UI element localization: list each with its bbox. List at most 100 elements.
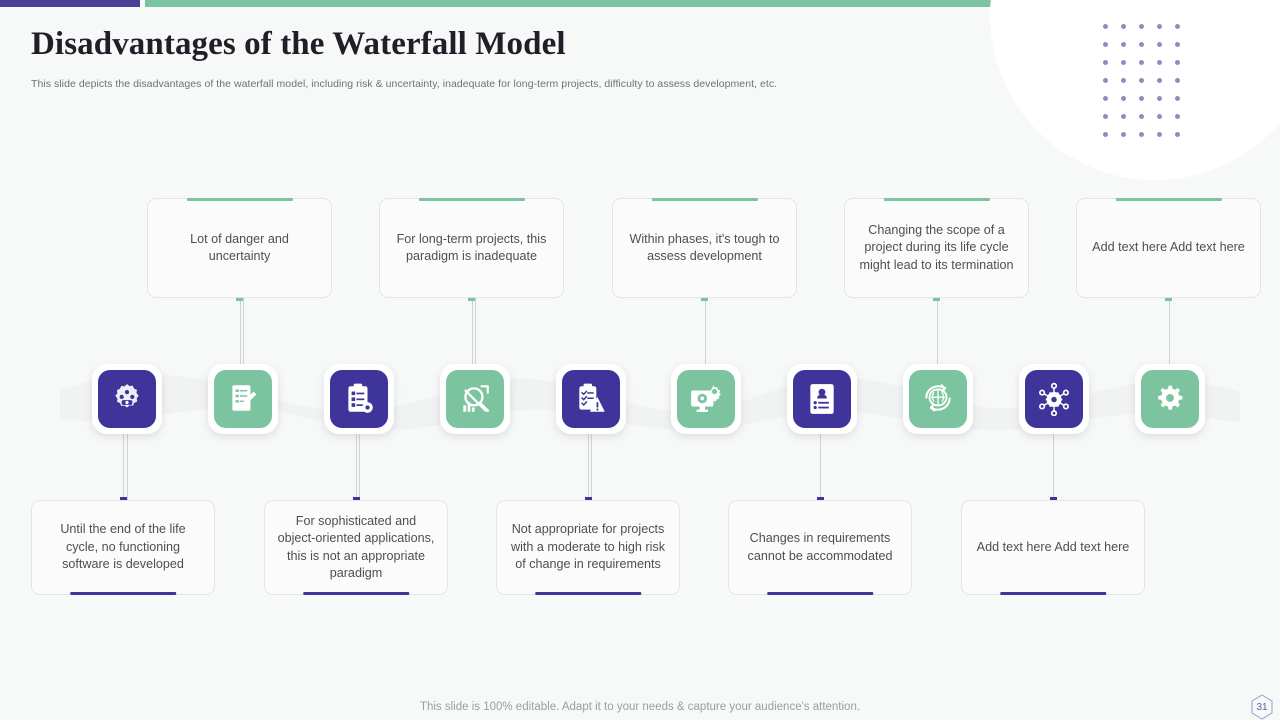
grid-dot xyxy=(1102,78,1108,83)
grid-dot xyxy=(1138,42,1144,47)
connector-line-top-1-b xyxy=(243,298,244,364)
gear-network-nodes-icon xyxy=(1039,382,1069,416)
grid-dot xyxy=(1102,114,1108,119)
top-card-text-5: Add text here Add text here xyxy=(1092,240,1245,255)
top-card-accent-1 xyxy=(186,198,293,201)
bottom-card-4[interactable]: Changes in requirements cannot be accomm… xyxy=(728,500,912,595)
bottom-card-2[interactable]: For sophisticated and object-oriented ap… xyxy=(264,500,448,595)
top-card-3[interactable]: Within phases, it's tough to assess deve… xyxy=(612,198,797,298)
top-card-accent-4 xyxy=(883,198,990,201)
grid-dot xyxy=(1174,96,1180,101)
icon-tile-surface-8 xyxy=(909,370,967,428)
connector-line-top-2 xyxy=(471,298,473,364)
icon-tile-surface-2 xyxy=(214,370,272,428)
grid-dot xyxy=(1102,42,1108,47)
grid-dot xyxy=(1102,96,1108,101)
top-card-accent-5 xyxy=(1115,198,1222,201)
page-number-text: 31 xyxy=(1256,701,1268,713)
bottom-card-accent-4 xyxy=(767,592,873,595)
bottom-card-1[interactable]: Until the end of the life cycle, no func… xyxy=(31,500,215,595)
icon-tile-surface-3 xyxy=(330,370,388,428)
icon-tile-4[interactable] xyxy=(440,364,510,434)
grid-dot xyxy=(1174,78,1180,83)
grid-dot xyxy=(1174,60,1180,65)
magnifier-bar-chart-arrow-icon xyxy=(463,385,490,412)
footer-note: This slide is 100% editable. Adapt it to… xyxy=(419,701,861,713)
connector-line-bottom-1 xyxy=(123,434,124,500)
clipboard-checklist-gear-icon xyxy=(348,383,373,413)
top-card-accent-2 xyxy=(418,198,525,201)
grid-dot xyxy=(1174,42,1180,47)
connector-line-bottom-5 xyxy=(1053,434,1054,500)
icon-tile-surface-10 xyxy=(1141,370,1199,428)
connector-line-top-1 xyxy=(239,298,241,364)
grid-dot xyxy=(1138,132,1144,137)
grid-dot xyxy=(1138,114,1144,119)
document-checklist-pencil-icon xyxy=(232,385,257,411)
grid-dot xyxy=(1156,96,1162,101)
icon-tile-surface-6 xyxy=(677,370,735,428)
grid-dot xyxy=(1120,60,1126,65)
grid-dot xyxy=(1138,96,1144,101)
top-bar-green-segment-1 xyxy=(145,0,1100,7)
icon-tile-3[interactable] xyxy=(324,364,394,434)
top-card-text-3: Within phases, it's tough to assess deve… xyxy=(629,231,780,264)
grid-dot xyxy=(1138,24,1144,29)
top-bar-purple-segment xyxy=(0,0,140,7)
icon-tile-6[interactable] xyxy=(671,364,741,434)
grid-dot xyxy=(1174,114,1180,119)
connector-line-top-4 xyxy=(936,298,938,364)
bottom-card-accent-3 xyxy=(535,592,641,595)
connector-line-bottom-3 xyxy=(588,434,589,500)
grid-dot xyxy=(1120,78,1126,83)
top-card-1[interactable]: Lot of danger and uncertainty xyxy=(147,198,332,298)
top-card-4[interactable]: Changing the scope of a project during i… xyxy=(844,198,1029,298)
icon-tile-10[interactable] xyxy=(1135,364,1205,434)
icon-tile-surface-7 xyxy=(793,370,851,428)
bottom-card-text-4: Changes in requirements cannot be accomm… xyxy=(747,531,893,563)
bottom-card-text-1: Until the end of the life cycle, no func… xyxy=(60,522,186,572)
page-number-badge: 31 xyxy=(1250,694,1274,720)
grid-dot xyxy=(1156,132,1162,137)
icon-tile-9[interactable] xyxy=(1019,364,1089,434)
page-subtitle: This slide depicts the disadvantages of … xyxy=(31,78,778,90)
connector-line-top-2-b xyxy=(475,298,476,364)
icon-tile-7[interactable] xyxy=(787,364,857,434)
top-card-5[interactable]: Add text here Add text here xyxy=(1076,198,1261,298)
grid-dot xyxy=(1102,132,1108,137)
icon-tile-surface-4 xyxy=(446,370,504,428)
grid-dot xyxy=(1174,24,1180,29)
grid-dot xyxy=(1120,114,1126,119)
profile-resume-document-icon xyxy=(810,384,834,414)
page-title: Disadvantages of the Waterfall Model xyxy=(31,26,566,62)
bottom-card-accent-2 xyxy=(303,592,409,595)
bottom-card-5[interactable]: Add text here Add text here xyxy=(961,500,1145,595)
icon-tile-2[interactable] xyxy=(208,364,278,434)
top-card-text-1: Lot of danger and uncertainty xyxy=(190,231,289,264)
grid-dot xyxy=(1120,96,1126,101)
icon-tile-surface-9 xyxy=(1025,370,1083,428)
icon-tile-8[interactable] xyxy=(903,364,973,434)
bottom-card-accent-1 xyxy=(70,592,176,595)
bottom-card-3[interactable]: Not appropriate for projects with a mode… xyxy=(496,500,680,595)
grid-dot xyxy=(1174,132,1180,137)
grid-dot xyxy=(1156,24,1162,29)
icon-tile-5[interactable] xyxy=(556,364,626,434)
icon-tile-1[interactable] xyxy=(92,364,162,434)
connector-line-bottom-3-b xyxy=(591,434,592,500)
top-card-text-4: Changing the scope of a project during i… xyxy=(859,222,1014,272)
settings-gear-network-icon xyxy=(115,384,139,408)
gear-solid-icon xyxy=(1158,385,1183,410)
grid-dot xyxy=(1120,132,1126,137)
monitor-gears-icon xyxy=(691,385,721,412)
grid-dot xyxy=(1156,60,1162,65)
bottom-card-text-3: Not appropriate for projects with a mode… xyxy=(511,522,665,572)
brain-refresh-cycle-icon xyxy=(925,384,951,412)
connector-line-bottom-1-b xyxy=(127,434,128,500)
top-card-2[interactable]: For long-term projects, this paradigm is… xyxy=(379,198,564,298)
top-card-text-2: For long-term projects, this paradigm is… xyxy=(396,231,547,264)
connector-line-top-3 xyxy=(704,298,706,364)
bottom-card-accent-5 xyxy=(1000,592,1106,595)
connector-line-bottom-2 xyxy=(356,434,357,500)
connector-line-top-5 xyxy=(1168,298,1170,364)
